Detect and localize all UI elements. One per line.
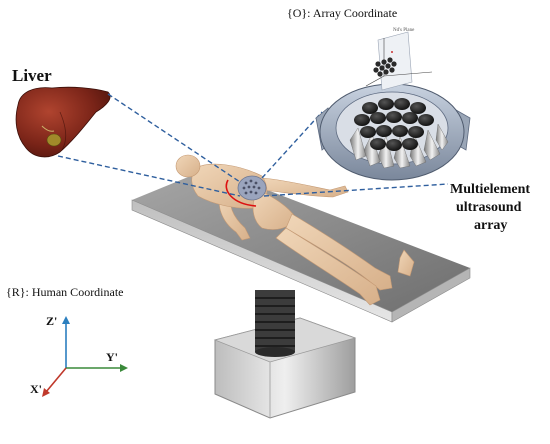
axis-x-label: X' — [30, 382, 42, 396]
axis-y-label: Y' — [106, 350, 118, 364]
abdomen-array — [237, 175, 267, 201]
array-inset — [315, 83, 471, 181]
array-coordinate-label: {O}: Array Coordinate — [287, 6, 398, 20]
multielement-label-line3: array — [474, 218, 508, 233]
inset-plane-label: Nd's Plane — [393, 28, 415, 33]
liver-illustration — [15, 86, 111, 158]
table-column — [255, 290, 295, 357]
axis-z-label: Z' — [46, 314, 58, 328]
human-coordinate-axes — [42, 316, 128, 397]
table-base — [213, 317, 357, 419]
treatment-region-outline — [225, 179, 257, 207]
human-coordinate-label: {R}: Human Coordinate — [6, 285, 124, 299]
multielement-label-line2: ultrasound — [456, 200, 522, 215]
connector-lines — [57, 93, 449, 197]
liver-label: Liver — [12, 66, 52, 85]
multielement-label-line1: Multielement — [450, 182, 531, 197]
array-coordinate-plot — [365, 31, 433, 91]
